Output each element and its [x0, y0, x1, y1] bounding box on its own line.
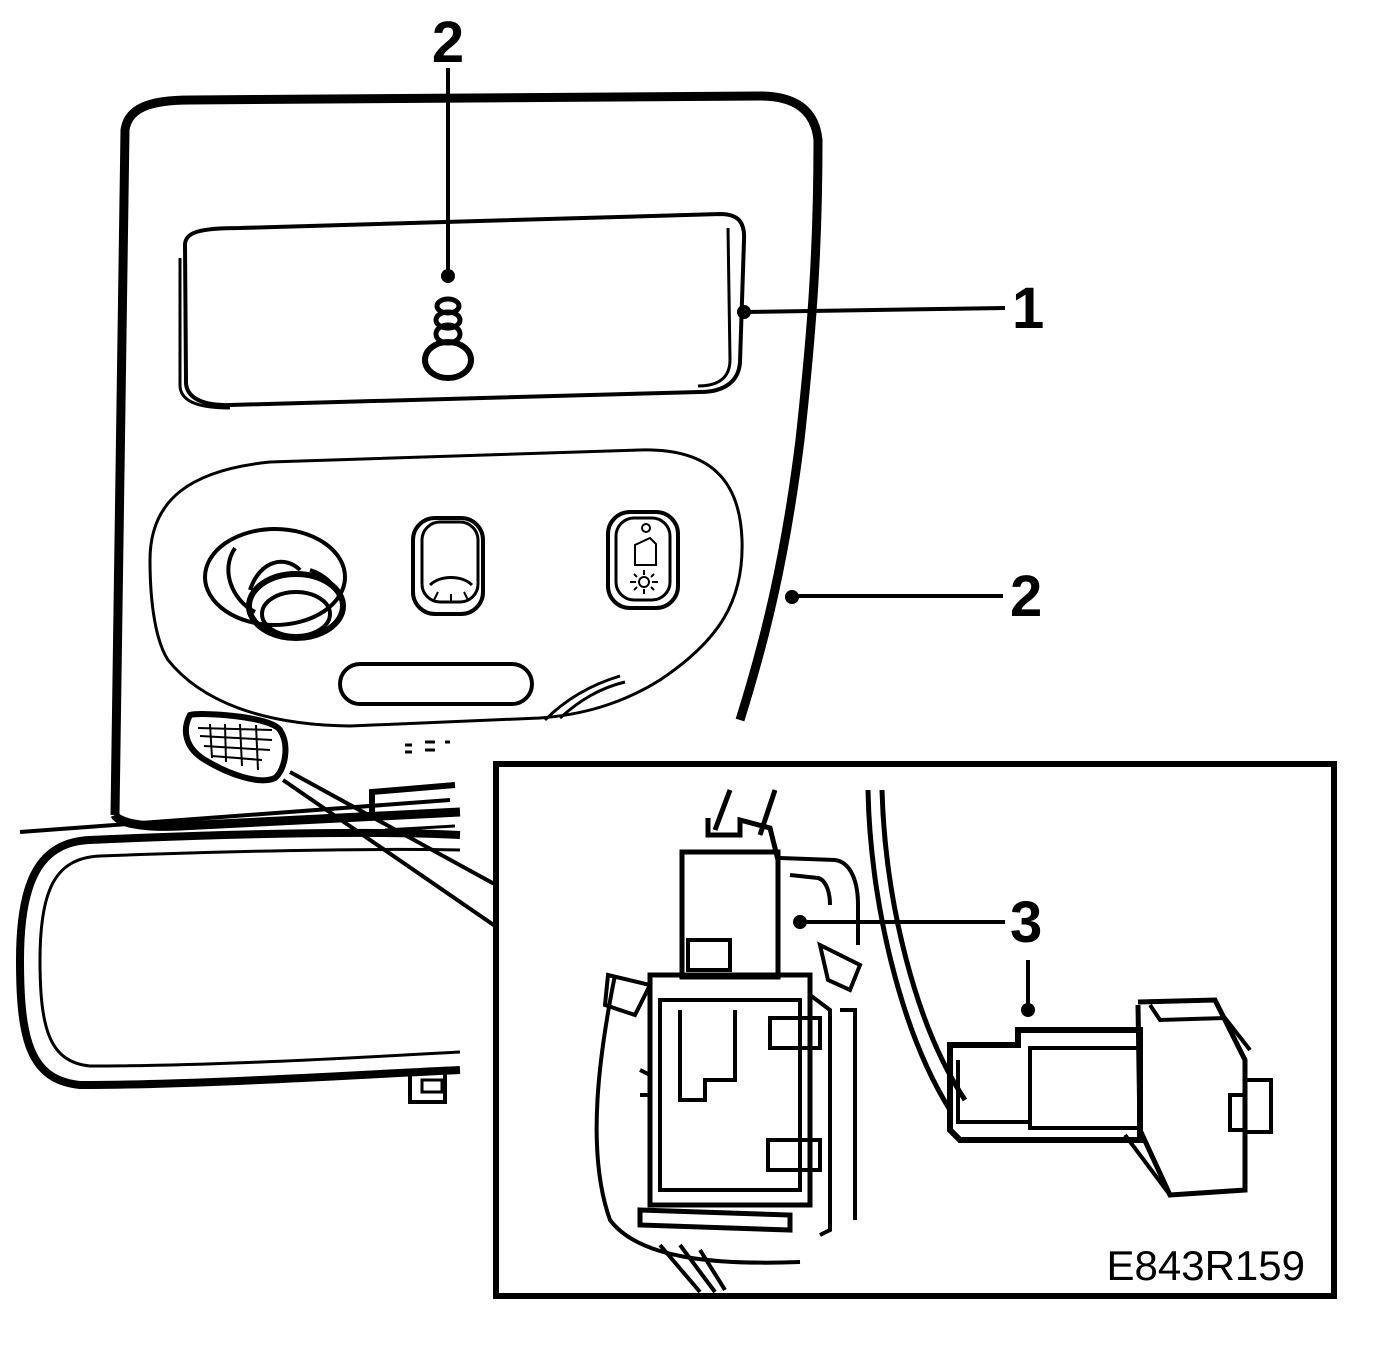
callout-3-dot	[793, 915, 807, 929]
callout-1: 1	[1012, 276, 1044, 341]
callout-3-leader	[793, 915, 1005, 929]
callout-2-right-dot	[785, 590, 799, 604]
microphone-slot	[338, 662, 534, 706]
callout-3-bottom-dot	[1021, 1003, 1035, 1017]
leader-lines	[441, 68, 1006, 604]
screw-icon	[422, 296, 474, 381]
sensor-grille	[182, 711, 289, 784]
left-connector	[594, 816, 863, 1294]
right-connector	[947, 960, 1273, 1198]
reading-lamp-switch	[411, 516, 485, 616]
lower-housing	[15, 798, 461, 1104]
roof-console-panel	[110, 91, 823, 831]
sunroof-switch	[606, 510, 680, 610]
lamp-lens	[178, 211, 747, 410]
panel-marks	[369, 740, 456, 832]
switch-pod	[148, 448, 744, 728]
callout-1-dot	[737, 305, 751, 319]
callout-3: 3	[1010, 890, 1042, 955]
detail-inset-frame	[493, 761, 1337, 1299]
callout-2-top-dot	[441, 269, 455, 283]
figure-code: E843R159	[1107, 1242, 1306, 1289]
callout-2-top: 2	[432, 10, 464, 75]
rotary-knob	[203, 527, 347, 641]
magnifier-lines	[281, 770, 500, 930]
callout-2-right: 2	[1010, 564, 1042, 629]
